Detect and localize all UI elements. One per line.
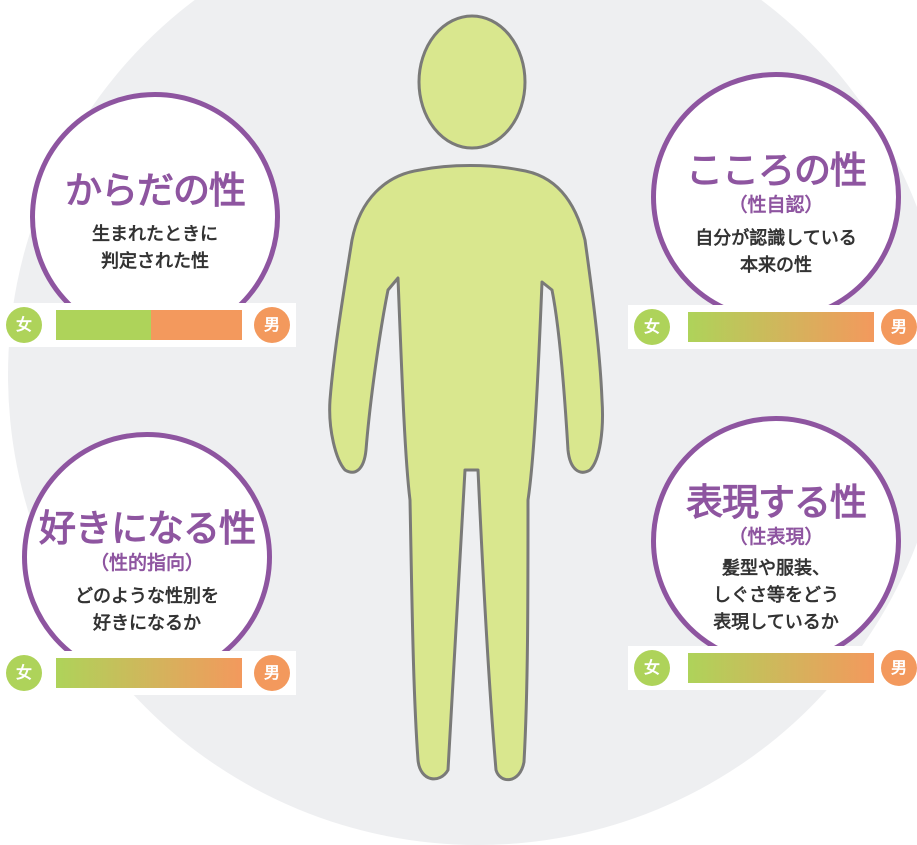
mind-sex-scale: 女 男 [628, 305, 917, 349]
female-icon: 女 [6, 307, 42, 343]
sexual-orientation-scale-bar [56, 658, 242, 688]
female-icon: 女 [6, 655, 42, 691]
male-icon: 男 [254, 655, 290, 691]
sexual-orientation-bubble: 好きになる性 （性的指向） どのような性別を 好きになるか [22, 432, 272, 682]
gender-expression-title: 表現する性 [686, 481, 867, 524]
mind-sex-scale-bar [688, 312, 874, 342]
sexual-orientation-title: 好きになる性 [39, 507, 256, 550]
body-sex-description: 生まれたときに 判定された性 [92, 224, 218, 272]
gender-expression-scale: 女 男 [628, 646, 917, 690]
mind-sex-description: 自分が認識している 本来の性 [695, 228, 857, 276]
sexual-orientation-subtitle: （性的指向） [89, 552, 204, 574]
male-icon: 男 [881, 309, 917, 345]
sexual-orientation-scale: 女 男 [0, 651, 296, 695]
body-sex-title: からだの性 [65, 169, 246, 212]
male-icon: 男 [254, 307, 290, 343]
mind-sex-subtitle: （性自認） [728, 194, 824, 216]
male-icon: 男 [881, 650, 917, 686]
gender-expression-bubble: 表現する性 （性表現） 髪型や服装、 しぐさ等をどう 表現しているか [651, 416, 901, 666]
gender-expression-scale-bar [688, 653, 874, 683]
body-sex-scale-bar [56, 310, 242, 340]
mind-sex-bubble: こころの性 （性自認） 自分が認識している 本来の性 [651, 72, 901, 322]
mind-sex-title: こころの性 [686, 149, 867, 192]
gender-expression-subtitle: （性表現） [728, 526, 824, 548]
body-sex-scale: 女 男 [0, 303, 296, 347]
figure-head [417, 14, 527, 150]
gender-expression-description: 髪型や服装、 しぐさ等をどう 表現しているか [713, 558, 839, 633]
female-icon: 女 [634, 650, 670, 686]
sexual-orientation-description: どのような性別を 好きになるか [75, 586, 219, 634]
human-figure-icon [328, 14, 604, 781]
figure-body [328, 164, 604, 781]
female-icon: 女 [634, 309, 670, 345]
